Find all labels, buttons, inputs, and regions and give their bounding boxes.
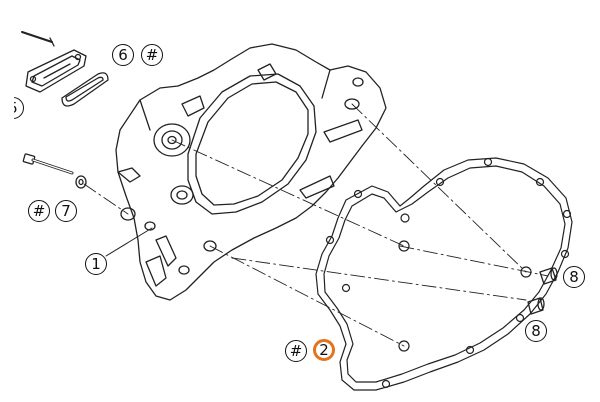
o-ring-gasket-part	[61, 72, 109, 107]
callout-7: 7	[55, 200, 77, 222]
dowel-pin-parts	[527, 267, 558, 315]
leader-line-1	[105, 227, 153, 257]
pin-part	[21, 31, 55, 47]
cover-plate-part	[25, 49, 87, 93]
callout-6: 6	[112, 44, 134, 66]
bolt-part	[22, 153, 87, 189]
callout-7-hash: #	[28, 200, 50, 222]
callout-8-top: 8	[563, 266, 585, 288]
callout-6-hash: #	[141, 44, 163, 66]
callout-2-hash: #	[285, 340, 307, 362]
alignment-lines	[83, 103, 549, 347]
callout-2-highlighted: 2	[313, 339, 335, 361]
callout-1: 1	[85, 253, 107, 275]
callout-8-bottom: 8	[525, 320, 547, 342]
clutch-cover-housing-part	[115, 43, 387, 301]
cover-gasket-part	[315, 157, 573, 391]
